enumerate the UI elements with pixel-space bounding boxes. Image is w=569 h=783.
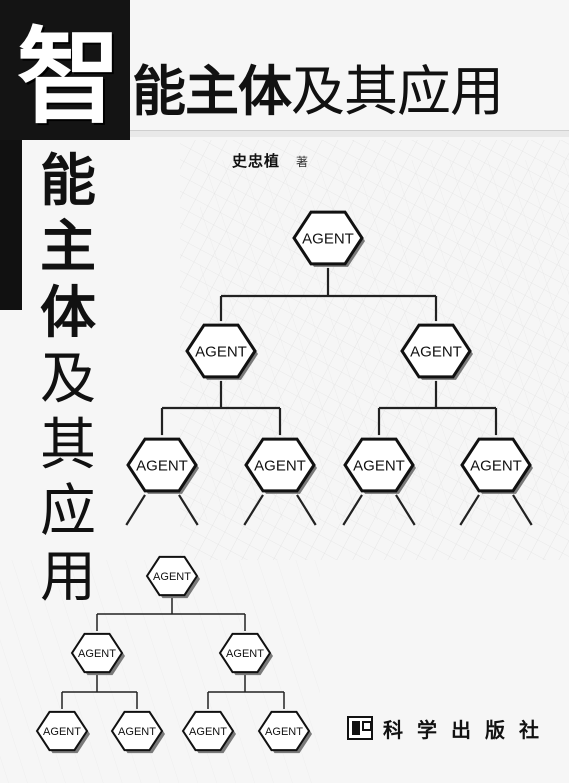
agent-node-label: AGENT <box>353 457 405 474</box>
agent-node-label: AGENT <box>43 726 81 738</box>
agent-node <box>460 437 532 493</box>
agent-node <box>145 555 199 597</box>
vertical-title-char: 体 <box>40 281 96 346</box>
agent-node-label: AGENT <box>118 726 156 738</box>
book-title: 能主体及其应用 <box>132 60 504 123</box>
vertical-title-char: 主 <box>40 215 96 280</box>
agent-node <box>70 632 124 674</box>
vertical-title: 能 主 体 及 其 应 用 <box>36 150 100 612</box>
vertical-title-char: 及 <box>40 347 96 412</box>
agent-node-label: AGENT <box>136 457 188 474</box>
connector-line <box>512 494 533 526</box>
publisher-name: 科学出版社 <box>383 718 553 742</box>
left-black-bar <box>0 140 22 310</box>
connector-line <box>243 494 264 526</box>
agent-node <box>126 437 198 493</box>
title-divider <box>130 130 569 137</box>
title-black-band <box>0 0 130 140</box>
agent-node-label: AGENT <box>195 343 247 360</box>
agent-node <box>400 323 472 379</box>
title-bold-part: 能主体 <box>132 60 292 123</box>
vertical-title-char: 其 <box>40 413 96 478</box>
agent-node-label: AGENT <box>265 726 303 738</box>
agent-node <box>292 210 364 266</box>
agent-node <box>244 437 316 493</box>
agent-node-label: AGENT <box>78 648 116 660</box>
agent-node-label: AGENT <box>302 230 354 247</box>
agent-node-label: AGENT <box>226 648 264 660</box>
agent-node <box>257 710 311 752</box>
vertical-title-char: 能 <box>40 149 96 214</box>
agent-node-label: AGENT <box>254 457 306 474</box>
agent-node-label: AGENT <box>410 343 462 360</box>
agent-node <box>110 710 164 752</box>
agent-node <box>181 710 235 752</box>
title-thin-part: 及其应用 <box>291 60 504 123</box>
agent-node-label: AGENT <box>189 726 227 738</box>
agent-node <box>218 632 272 674</box>
connector-line <box>296 494 317 526</box>
connector-line <box>125 494 146 526</box>
agent-node <box>185 323 257 379</box>
vertical-title-char: 应 <box>40 479 96 544</box>
agent-node-label: AGENT <box>153 571 191 583</box>
agent-node <box>35 710 89 752</box>
author-name: 史忠植 <box>232 152 281 170</box>
connector-line <box>395 494 416 526</box>
connector-line <box>178 494 199 526</box>
connector-line <box>459 494 480 526</box>
vertical-title-char: 用 <box>40 545 96 610</box>
author-role: 著 <box>296 155 309 169</box>
agent-node-label: AGENT <box>470 457 522 474</box>
connector-line <box>342 494 363 526</box>
agent-node <box>343 437 415 493</box>
publisher-logo-icon <box>347 716 373 740</box>
title-first-character: 智 <box>16 16 121 138</box>
